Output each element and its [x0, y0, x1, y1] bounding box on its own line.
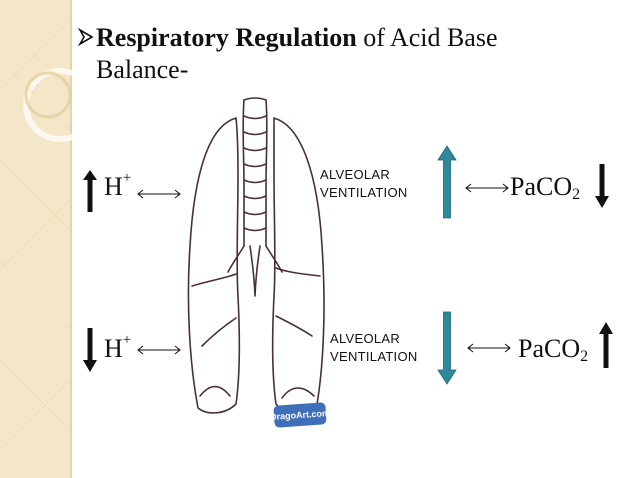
slide-title-rest: of Acid Base	[356, 23, 498, 52]
double-arrow-icon	[467, 343, 511, 353]
slide-title: Respiratory Regulation of Acid Base Bala…	[96, 22, 616, 86]
double-arrow-icon	[137, 345, 181, 355]
arrowhead-bullet-icon	[77, 27, 94, 47]
paco2-label-row1: PaCO2	[510, 172, 581, 203]
paco2-subscript: 2	[572, 186, 581, 203]
paco2-subscript: 2	[580, 348, 589, 365]
paco2-up-arrow-icon	[599, 322, 613, 368]
ventilation-text: VENTILATION	[330, 349, 418, 364]
h-up-arrow-icon	[83, 170, 97, 212]
alveolar-ventilation-label-row1: ALVEOLAR VENTILATION	[320, 166, 408, 202]
h-ion-label-row1: H+	[104, 170, 132, 202]
slide-title-line2: Balance-	[96, 55, 189, 84]
alveolar-ventilation-label-row2: ALVEOLAR VENTILATION	[330, 330, 418, 366]
slide-title-bold: Respiratory Regulation	[96, 23, 357, 52]
decorative-circles	[0, 19, 72, 451]
paco2-base: PaCO	[518, 334, 581, 363]
paco2-down-arrow-icon	[595, 164, 609, 208]
paco2-label-row2: PaCO2	[518, 334, 589, 365]
alveolar-text: ALVEOLAR	[330, 331, 401, 346]
h-charge: +	[122, 170, 132, 186]
double-arrow-icon	[137, 189, 181, 199]
ventilation-text: VENTILATION	[320, 185, 408, 200]
double-arrow-icon	[465, 183, 509, 193]
h-base: H	[104, 172, 123, 201]
h-charge: +	[122, 332, 132, 348]
side-strip-edge	[70, 0, 72, 478]
ventilation-up-arrow-icon	[437, 145, 457, 219]
lungs-illustration	[187, 97, 325, 416]
h-base: H	[104, 334, 123, 363]
h-ion-label-row2: H+	[104, 332, 132, 364]
h-down-arrow-icon	[83, 328, 97, 372]
watermark-logo: DragoArt.com	[270, 402, 330, 428]
paco2-base: PaCO	[510, 172, 573, 201]
alveolar-text: ALVEOLAR	[320, 167, 391, 182]
ventilation-down-arrow-icon	[437, 311, 457, 385]
